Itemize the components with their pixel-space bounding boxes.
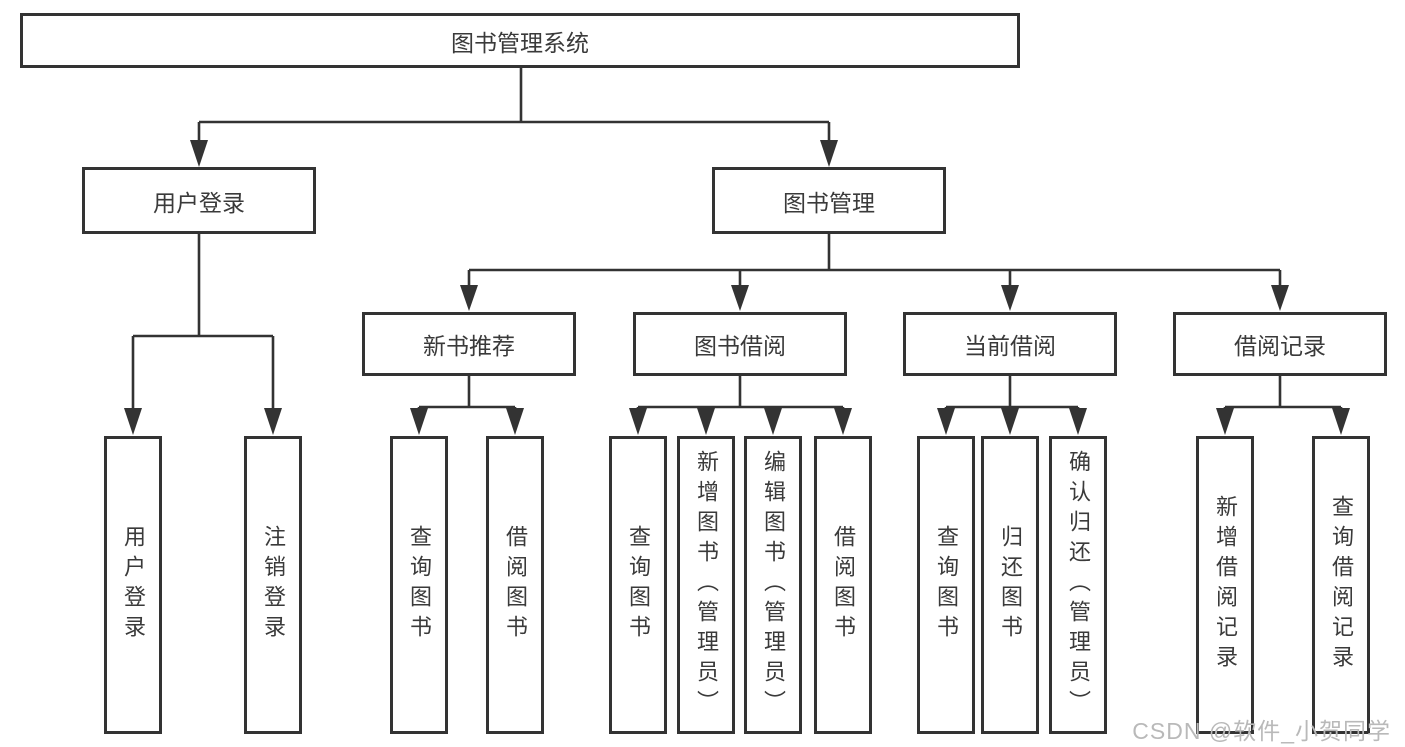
arrowhead <box>1001 408 1019 435</box>
arrowhead <box>190 140 208 167</box>
connector-book-borrow <box>629 376 852 435</box>
arrowhead <box>820 140 838 167</box>
arrowhead <box>1216 408 1234 435</box>
connector-root <box>190 68 838 167</box>
arrowhead <box>410 408 428 435</box>
leaf-records-add: 新增借阅记录 <box>1196 436 1254 734</box>
arrowhead <box>1069 408 1087 435</box>
leaf-user-login: 用户登录 <box>104 436 162 734</box>
leaf-current-return: 归还图书 <box>981 436 1039 734</box>
arrowhead <box>1332 408 1350 435</box>
watermark: CSDN @软件_小贺同学 <box>1132 718 1391 744</box>
connector-new-books <box>410 376 524 435</box>
leaf-current-query: 查询图书 <box>917 436 975 734</box>
arrowhead <box>264 408 282 435</box>
arrowhead <box>834 408 852 435</box>
connector-user-login <box>124 234 282 435</box>
node-new-books: 新书推荐 <box>362 312 576 376</box>
arrowhead <box>937 408 955 435</box>
leaf-borrow-borrow: 借阅图书 <box>814 436 872 734</box>
leaf-newbooks-borrow: 借阅图书 <box>486 436 544 734</box>
leaf-borrow-query: 查询图书 <box>609 436 667 734</box>
node-borrow-records: 借阅记录 <box>1173 312 1387 376</box>
arrowhead <box>629 408 647 435</box>
connector-current-borrow <box>937 376 1087 435</box>
leaf-current-confirm-admin: 确认归还（管理员） <box>1049 436 1107 734</box>
node-book-mgmt: 图书管理 <box>712 167 946 234</box>
node-user-login: 用户登录 <box>82 167 316 234</box>
arrowhead <box>506 408 524 435</box>
arrowhead <box>460 285 478 311</box>
leaf-records-query: 查询借阅记录 <box>1312 436 1370 734</box>
leaf-logout: 注销登录 <box>244 436 302 734</box>
arrowhead <box>764 408 782 435</box>
arrowhead <box>1271 285 1289 311</box>
arrowhead <box>124 408 142 435</box>
node-book-borrow: 图书借阅 <box>633 312 847 376</box>
arrowhead <box>1001 285 1019 311</box>
arrowhead <box>697 408 715 435</box>
connector-book-mgmt <box>460 234 1289 311</box>
leaf-newbooks-query: 查询图书 <box>390 436 448 734</box>
connector-borrow-records <box>1216 376 1350 435</box>
node-root: 图书管理系统 <box>20 13 1020 68</box>
leaf-borrow-edit-admin: 编辑图书（管理员） <box>744 436 802 734</box>
leaf-borrow-add-admin: 新增图书（管理员） <box>677 436 735 734</box>
arrowhead <box>731 285 749 311</box>
node-current-borrow: 当前借阅 <box>903 312 1117 376</box>
